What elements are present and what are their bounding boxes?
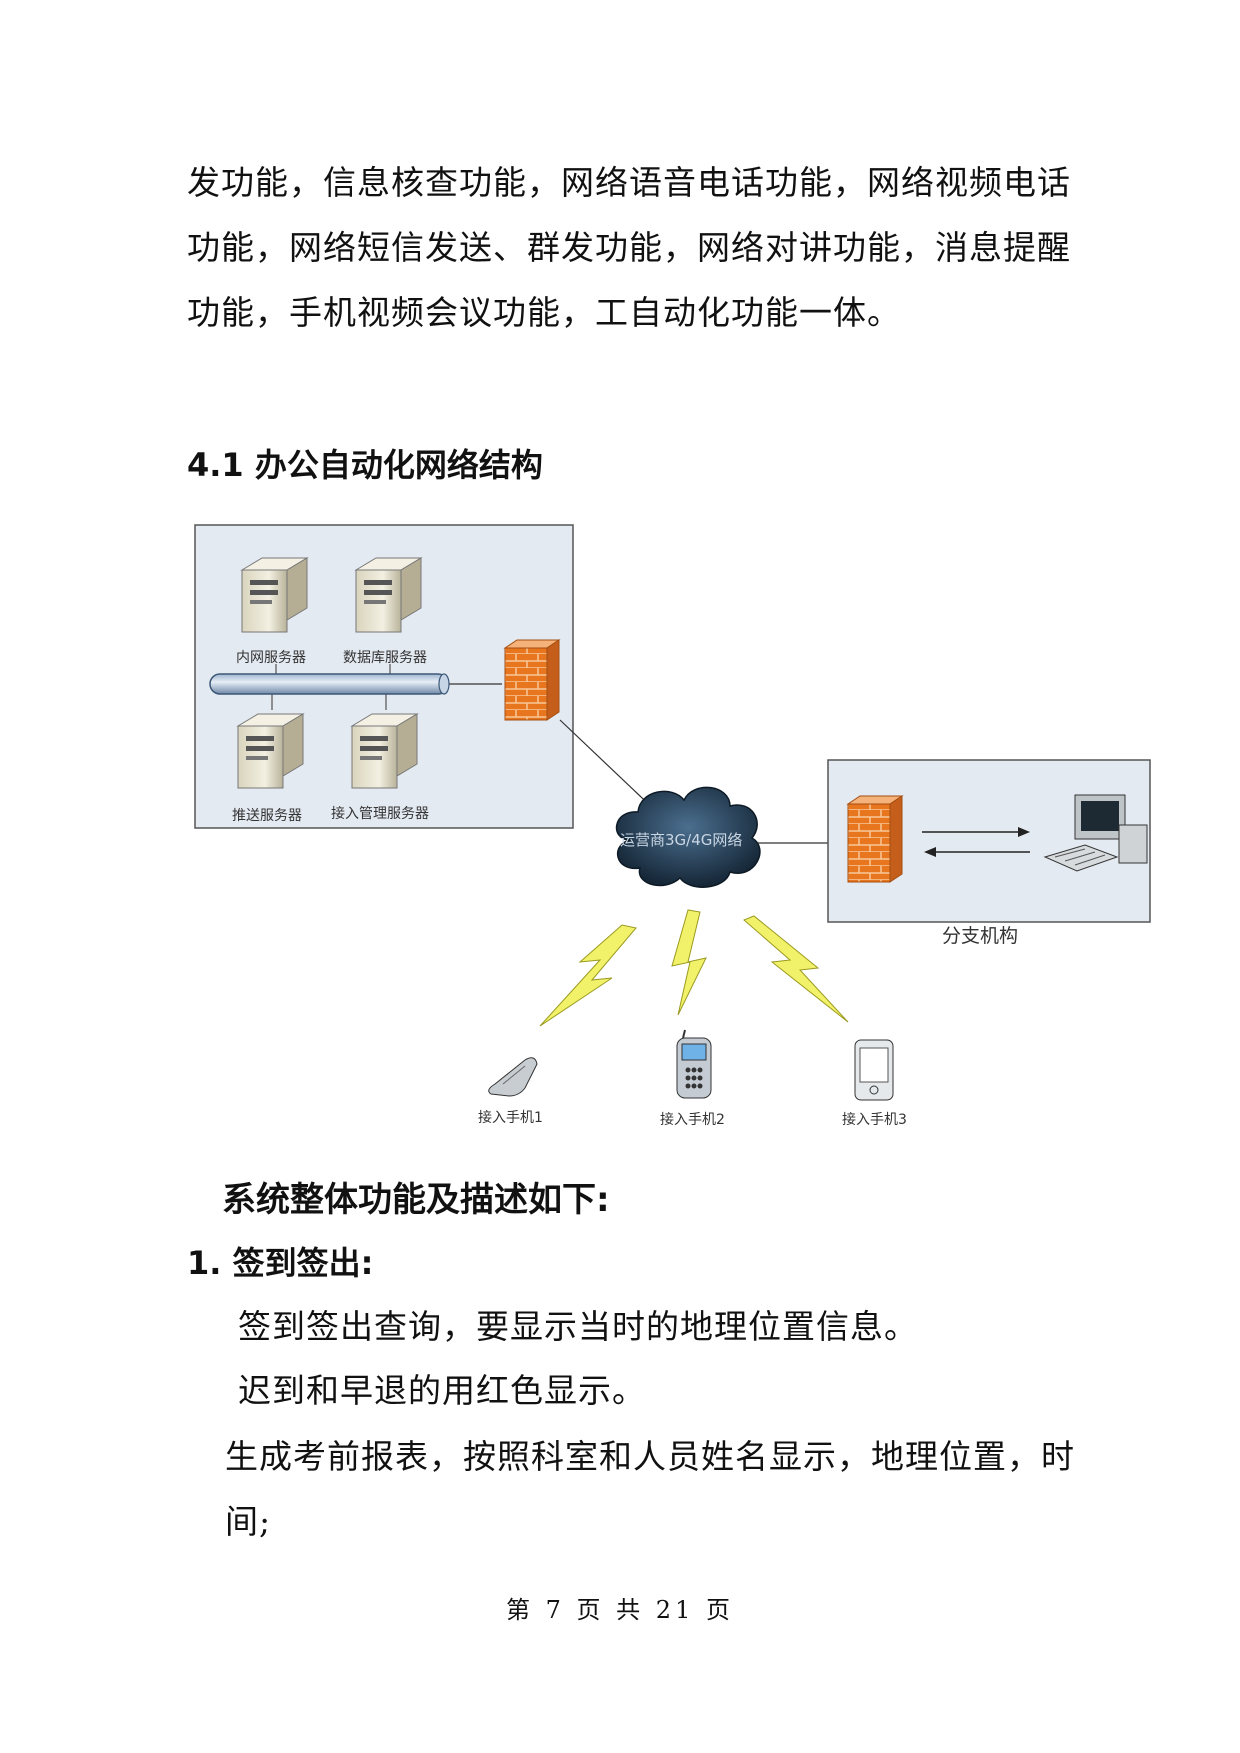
mobile-phone-icon — [676, 1029, 712, 1099]
page-footer: 第 7 页 共 21 页 — [506, 1596, 734, 1624]
wireless-signal-icon — [539, 924, 637, 1027]
network-bus — [209, 673, 450, 695]
intro-line-2: 功能，网络短信发送、群发功能，网络对讲功能，消息提醒 — [187, 228, 1071, 267]
phone-label-2: 接入手机2 — [660, 1111, 725, 1128]
intro-line-1: 发功能，信息核查功能，网络语音电话功能，网络视频电话 — [187, 163, 1071, 202]
item1-title: 1. 签到签出: — [187, 1244, 374, 1282]
branch-label: 分支机构 — [942, 925, 1018, 947]
network-diagram: 内网服务器 数据库服务器 推送服务器 接入管理服务器 运营商3G/4G网络 分支… — [194, 524, 1151, 1128]
server-label-push: 推送服务器 — [232, 808, 302, 824]
item1-line-3: 生成考前报表，按照科室和人员姓名显示，地理位置，时 — [225, 1437, 1075, 1476]
smartphone-icon — [854, 1039, 894, 1101]
cloud-label: 运营商3G/4G网络 — [620, 831, 742, 849]
server-icon — [350, 713, 419, 789]
server-label-access: 接入管理服务器 — [331, 805, 429, 822]
firewall-icon — [503, 639, 561, 721]
firewall-icon — [846, 795, 904, 883]
server-icon — [236, 713, 305, 789]
server-label-database: 数据库服务器 — [343, 650, 427, 666]
overview-title: 系统整体功能及描述如下: — [222, 1180, 610, 1220]
item1-line-2: 迟到和早退的用红色显示。 — [238, 1371, 646, 1410]
flip-phone-icon — [488, 1057, 538, 1097]
wireless-signal-icon — [671, 909, 707, 1016]
server-icon — [354, 557, 423, 633]
cloud-icon — [615, 786, 761, 888]
wireless-signal-icon — [743, 915, 849, 1023]
computer-icon — [1043, 794, 1148, 872]
server-label-intranet: 内网服务器 — [236, 650, 306, 666]
item1-line-4: 间; — [225, 1502, 272, 1541]
phone-label-3: 接入手机3 — [842, 1111, 907, 1128]
data-flow-arrows — [922, 827, 1030, 857]
item1-line-1: 签到签出查询，要显示当时的地理位置信息。 — [238, 1307, 918, 1346]
server-icon — [240, 557, 309, 633]
phone-label-1: 接入手机1 — [478, 1109, 543, 1126]
intro-line-3: 功能，手机视频会议功能，工自动化功能一体。 — [187, 293, 901, 332]
section-title: 4.1 办公自动化网络结构 — [187, 446, 543, 484]
